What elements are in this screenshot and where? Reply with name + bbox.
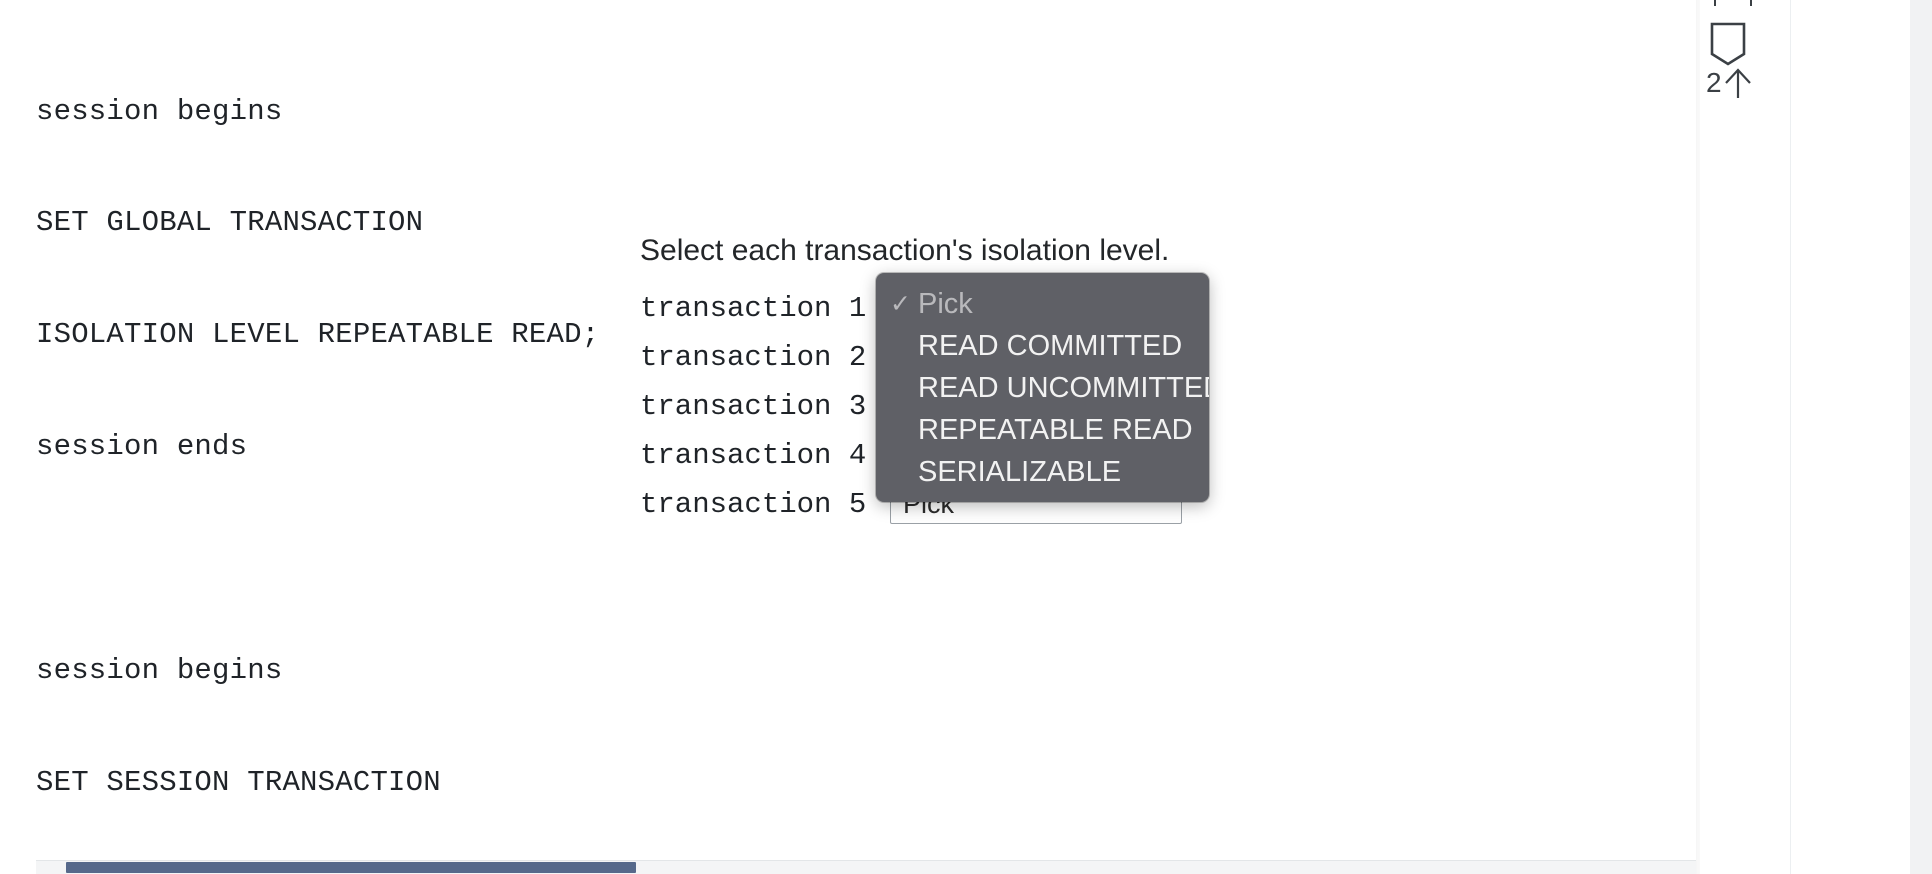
checkmark-icon: ✓ (890, 290, 911, 318)
checkmark-placeholder-icon: ✓ (890, 409, 918, 451)
checkmark-placeholder-icon: ✓ (890, 451, 918, 493)
arrow-up-icon (1724, 68, 1751, 98)
code-line: session ends (36, 430, 248, 464)
dropdown-option-serializable[interactable]: ✓ SERIALIZABLE (876, 451, 1209, 493)
code-line: SET SESSION TRANSACTION (36, 765, 441, 799)
page-outer-margin (1910, 0, 1932, 874)
code-line: SET GLOBAL TRANSACTION (36, 206, 424, 240)
code-line: ISOLATION LEVEL REPEATABLE READ; (36, 318, 600, 352)
vote-rail: 2 (1700, 0, 1790, 874)
isolation-level-dropdown-popup[interactable]: ✓ Pick ✓ READ COMMITTED ✓ READ UNCOMMITT… (876, 273, 1209, 502)
vote-arrow-stub-icon (1714, 0, 1752, 6)
code-block: session begins SET GLOBAL TRANSACTION IS… (36, 18, 736, 874)
checkmark-placeholder-icon: ✓ (890, 325, 918, 367)
bookmark-icon[interactable] (1708, 22, 1748, 66)
transaction-label: transaction 4 (640, 439, 867, 472)
dropdown-option-repeatable-read[interactable]: ✓ REPEATABLE READ (876, 409, 1209, 451)
checkmark-placeholder-icon: ✓ (890, 367, 918, 409)
dropdown-option-label: Pick (918, 288, 973, 320)
code-line: session begins (36, 94, 283, 128)
post-body: session begins SET GLOBAL TRANSACTION IS… (36, 18, 1696, 874)
code-line-blank (36, 540, 736, 577)
dropdown-option-read-uncommitted[interactable]: ✓ READ UNCOMMITTED (876, 367, 1209, 409)
dropdown-option-pick[interactable]: ✓ Pick (876, 283, 1209, 325)
transaction-label: transaction 2 (640, 341, 867, 374)
dropdown-option-label: REPEATABLE READ (918, 414, 1193, 446)
vote-count: 2 (1706, 67, 1722, 98)
vote-count-row: 2 (1706, 66, 1753, 100)
transaction-label: transaction 5 (640, 488, 867, 521)
dropdown-option-label: SERIALIZABLE (918, 456, 1122, 488)
code-line: session begins (36, 654, 283, 688)
dropdown-option-label: READ UNCOMMITTED (918, 372, 1209, 404)
horizontal-scrollbar-track[interactable] (36, 860, 1696, 874)
transaction-label: transaction 3 (640, 390, 867, 423)
transaction-label: transaction 1 (640, 292, 867, 325)
dropdown-option-label: READ COMMITTED (918, 330, 1183, 362)
exercise-prompt: Select each transaction's isolation leve… (640, 234, 1170, 267)
side-panel (1790, 0, 1910, 874)
horizontal-scrollbar-thumb[interactable] (66, 862, 636, 873)
dropdown-option-read-committed[interactable]: ✓ READ COMMITTED (876, 325, 1209, 367)
